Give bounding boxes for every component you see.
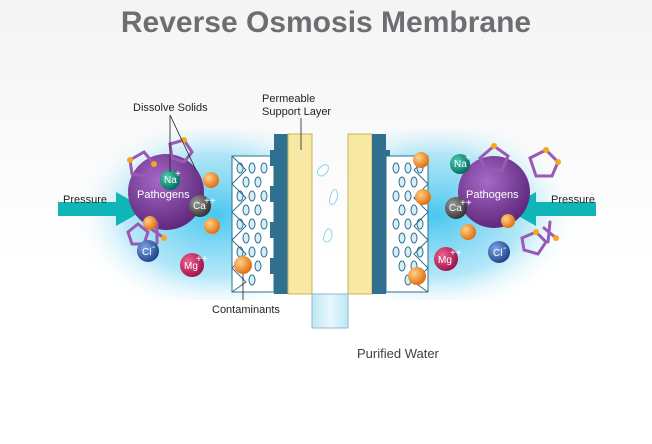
ion-na-label: Na bbox=[454, 159, 467, 170]
ion-ca-label: Ca bbox=[193, 201, 206, 212]
purified-water-outlet bbox=[311, 293, 349, 329]
ion-mg-left: Mg ++ bbox=[180, 253, 208, 277]
ion-mg-charge: ++ bbox=[196, 254, 208, 265]
ion-na-left: Na + bbox=[160, 169, 181, 190]
ion-mg-label: Mg bbox=[438, 255, 452, 266]
ion-na-charge: + bbox=[465, 153, 471, 164]
dissolve-solids-label: Dissolve Solids bbox=[133, 102, 208, 114]
permeable-label-line1: Permeable bbox=[262, 93, 315, 105]
ion-na-right: Na + bbox=[450, 153, 471, 174]
ion-mg-right: Mg ++ bbox=[434, 247, 462, 271]
ion-ca-right: Ca ++ bbox=[445, 197, 472, 219]
ion-cl-label: Cl bbox=[493, 248, 502, 259]
ion-cl-charge: - bbox=[503, 243, 506, 254]
contaminant-particles bbox=[143, 152, 515, 285]
ion-cl-label: Cl bbox=[142, 247, 151, 258]
ion-ca-label: Ca bbox=[449, 203, 462, 214]
purified-water-label: Purified Water bbox=[357, 346, 440, 361]
pathogen-label-left: Pathogens bbox=[137, 189, 190, 201]
ion-cl-left: Cl - bbox=[137, 240, 159, 262]
ion-ca-left: Ca ++ bbox=[189, 195, 216, 217]
ion-cl-charge: - bbox=[152, 242, 155, 253]
ion-na-label: Na bbox=[164, 175, 177, 186]
permeable-label-line2: Support Layer bbox=[262, 106, 331, 118]
membrane-pores-right bbox=[392, 162, 424, 286]
membrane-pores-left bbox=[236, 162, 268, 286]
ion-na-charge: + bbox=[175, 169, 181, 180]
water-droplets bbox=[317, 164, 339, 243]
ion-mg-charge: ++ bbox=[450, 248, 462, 259]
pressure-label-left: Pressure bbox=[63, 194, 107, 206]
pathogen-label-right: Pathogens bbox=[466, 189, 519, 201]
support-layer-left bbox=[287, 133, 313, 295]
pathogen-right bbox=[458, 156, 530, 228]
ion-ca-charge: ++ bbox=[460, 198, 472, 209]
support-layer-right bbox=[347, 133, 373, 295]
ion-cl-right: Cl - bbox=[488, 241, 510, 263]
leader-lines bbox=[169, 114, 302, 300]
ion-ca-charge: ++ bbox=[204, 196, 216, 207]
pressure-label-right: Pressure bbox=[551, 194, 595, 206]
diagram-title: Reverse Osmosis Membrane bbox=[120, 6, 532, 39]
ion-mg-label: Mg bbox=[184, 261, 198, 272]
molecule-cluster-left bbox=[126, 138, 194, 246]
membrane-left bbox=[231, 133, 313, 295]
contaminants-label: Contaminants bbox=[212, 304, 280, 316]
pressure-arrow-left bbox=[58, 192, 146, 226]
